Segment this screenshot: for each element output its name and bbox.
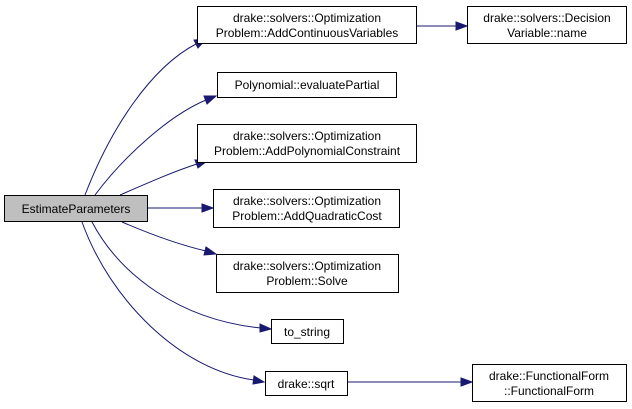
edge-root-to-add-continuous-variables	[84, 43, 197, 196]
arrowhead	[203, 246, 218, 256]
edge-root-to-to-string	[91, 221, 262, 329]
node-label: drake::solvers::Decision	[483, 11, 610, 25]
node-label: EstimateParameters	[22, 202, 131, 216]
edge-root-to-sqrt	[81, 221, 255, 381]
arrowhead	[259, 323, 273, 333]
node-to-string[interactable]: to_string	[271, 319, 344, 344]
arrowhead	[203, 95, 218, 105]
node-label: Polynomial::evaluatePartial	[235, 78, 380, 92]
node-decision-variable-name[interactable]: drake::solvers::Decision Variable::name	[467, 6, 627, 44]
node-estimate-parameters[interactable]: EstimateParameters	[4, 195, 148, 222]
node-solve[interactable]: drake::solvers::Optimization Problem::So…	[216, 254, 399, 293]
node-label: drake::FunctionalForm	[489, 369, 609, 383]
edge-root-to-add-polynomial-constraint	[119, 163, 198, 196]
arrowhead	[201, 203, 215, 213]
edge-root-to-solve	[121, 221, 207, 252]
node-label: Variable::name	[507, 26, 587, 40]
node-label: drake::sqrt	[278, 377, 335, 391]
node-label: ::FunctionalForm	[504, 384, 594, 398]
node-polynomial-evaluate-partial[interactable]: Polynomial::evaluatePartial	[217, 72, 397, 98]
node-label: to_string	[284, 325, 330, 339]
node-label: drake::solvers::Optimization	[233, 11, 381, 25]
node-label: drake::solvers::Optimization	[233, 259, 381, 273]
node-label: Problem::Solve	[266, 274, 348, 288]
edge-root-to-polynomial-evaluate-partial	[94, 99, 207, 196]
node-label: drake::solvers::Optimization	[233, 194, 381, 208]
node-label: drake::solvers::Optimization	[233, 129, 381, 143]
node-add-quadratic-cost[interactable]: drake::solvers::Optimization Problem::Ad…	[213, 189, 400, 228]
node-add-polynomial-constraint[interactable]: drake::solvers::Optimization Problem::Ad…	[197, 124, 417, 163]
arrowhead	[460, 377, 474, 387]
node-functional-form[interactable]: drake::FunctionalForm ::FunctionalForm	[472, 364, 627, 402]
node-label: Problem::AddQuadraticCost	[232, 209, 382, 223]
node-label: Problem::AddContinuousVariables	[216, 26, 399, 40]
node-sqrt[interactable]: drake::sqrt	[265, 371, 348, 396]
node-add-continuous-variables[interactable]: drake::solvers::Optimization Problem::Ad…	[197, 6, 417, 44]
arrowhead	[455, 21, 469, 31]
node-label: Problem::AddPolynomialConstraint	[214, 144, 401, 158]
arrowhead	[252, 375, 266, 385]
